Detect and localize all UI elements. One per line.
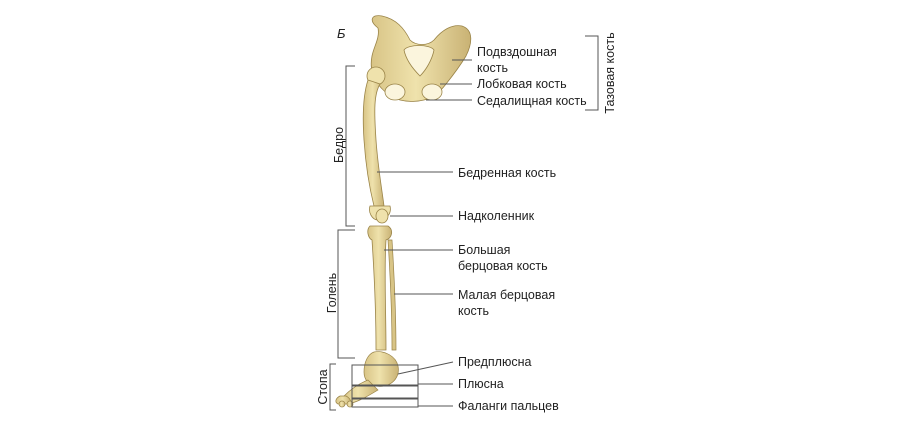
label-phalanges: Фаланги пальцев (458, 399, 559, 413)
label-tibia-line2: берцовая кость (458, 259, 548, 273)
label-tibia: Большая берцовая кость (458, 242, 548, 274)
label-femur: Бедренная кость (458, 166, 557, 180)
label-patella: Надколенник (458, 209, 535, 223)
label-fibula-line1: Малая берцовая (458, 288, 556, 302)
label-tibia-line1: Большая (458, 243, 511, 257)
label-ischium: Седалищная кость (477, 94, 587, 108)
label-ilium-line2: кость (477, 61, 509, 75)
group-label-thigh: Бедро (332, 126, 346, 164)
label-ilium-line1: Подвздошная (477, 45, 557, 59)
label-fibula: Малая берцовая кость (458, 287, 555, 319)
group-label-pelvis: Тазовая кость (603, 32, 617, 114)
label-metatarsus: Плюсна (458, 377, 504, 391)
label-ilium: Подвздошная кость (477, 44, 557, 76)
panel-letter: Б (337, 26, 346, 41)
group-label-shin: Голень (325, 272, 339, 314)
tibia-bone (367, 225, 392, 351)
patella-bone (375, 208, 389, 224)
pelvis-bone (370, 15, 472, 102)
label-fibula-line2: кость (458, 304, 490, 318)
label-tarsus: Предплюсна (458, 355, 532, 369)
label-pubis: Лобковая кость (477, 77, 567, 91)
fibula-bone (387, 239, 397, 351)
group-label-foot: Стопа (316, 369, 330, 405)
